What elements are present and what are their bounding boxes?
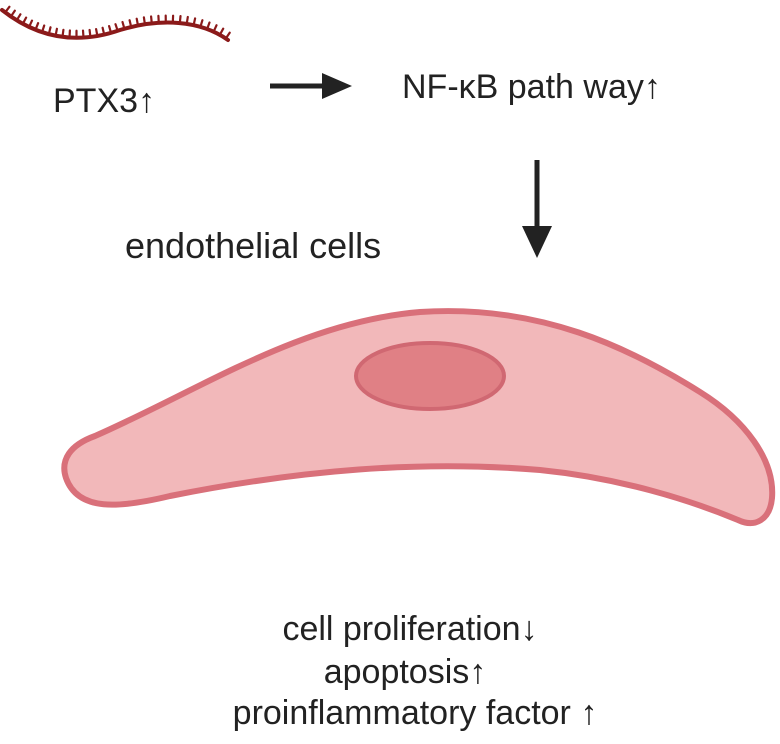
arrow-right-icon <box>270 73 352 99</box>
ptx3-label: PTX3↑ <box>53 82 156 120</box>
nfkb-pathway-label: NF-κB path way↑ <box>402 68 661 106</box>
endothelial-cells-label: endothelial cells <box>125 225 382 266</box>
outcome-list: cell proliferation↓ apoptosis↑ proinflam… <box>0 612 780 730</box>
cell-nucleus-icon <box>354 341 506 411</box>
outcome-proinflammatory-factor: proinflammatory factor ↑ <box>232 694 598 732</box>
endothelial-cell-icon <box>61 308 776 527</box>
ptx3-protein-strand-icon <box>0 5 231 42</box>
arrow-down-icon <box>522 160 552 258</box>
outcome-cell-proliferation: cell proliferation↓ <box>282 610 538 648</box>
outcome-apoptosis: apoptosis↑ <box>323 653 487 691</box>
